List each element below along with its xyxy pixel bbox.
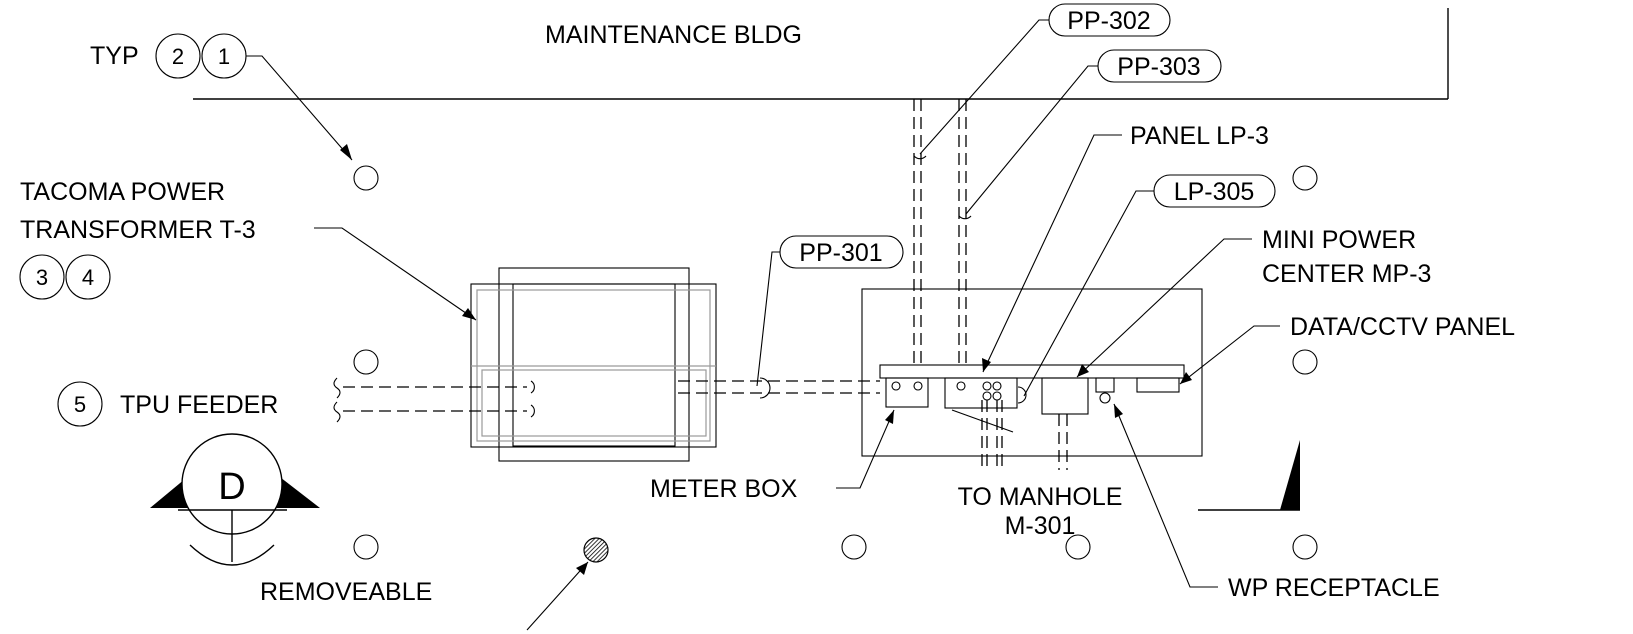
pp-301-tag: PP-301 — [756, 235, 904, 387]
pp-302-tag: PP-302 — [919, 3, 1171, 155]
svg-text:LP-305: LP-305 — [1174, 178, 1255, 206]
maintenance-building-outline — [193, 8, 1449, 100]
tpu-feeder-label: TPU FEEDER — [120, 391, 278, 419]
svg-text:4: 4 — [82, 265, 94, 290]
svg-text:2: 2 — [172, 44, 184, 69]
mini-power-label-line2: CENTER MP-3 — [1262, 260, 1431, 288]
to-manhole-label-line2: M-301 — [1005, 512, 1076, 540]
transformer-leader — [314, 227, 477, 321]
section-marker-d: D — [150, 433, 320, 566]
svg-text:PP-302: PP-302 — [1067, 7, 1150, 35]
removeable-label: REMOVEABLE — [260, 578, 432, 606]
pp-303-tag: PP-303 — [965, 49, 1222, 215]
keynote-1: 1 — [201, 33, 247, 79]
svg-text:PP-301: PP-301 — [799, 239, 882, 267]
bollard — [1292, 534, 1318, 560]
to-manhole-label-line1: TO MANHOLE — [958, 483, 1123, 511]
typ-label: TYP — [90, 42, 139, 70]
data-cctv-label: DATA/CCTV PANEL — [1290, 313, 1515, 341]
manhole-conduits — [981, 400, 1068, 470]
bollard — [353, 165, 379, 191]
keynote-4: 4 — [65, 254, 111, 300]
building-conduits — [913, 99, 972, 364]
data-cctv-leader — [1179, 325, 1280, 385]
tpu-feeder-conduits — [333, 377, 535, 423]
meter-box-leader — [836, 409, 895, 489]
transformer-label-line1: TACOMA POWER — [20, 178, 225, 206]
typ-leader — [246, 55, 353, 161]
svg-text:D: D — [218, 466, 245, 508]
transformer-label-line2: TRANSFORMER T-3 — [20, 216, 256, 244]
bollard — [353, 349, 379, 375]
mini-power-leader — [1076, 238, 1252, 378]
wp-receptacle-label: WP RECEPTACLE — [1228, 574, 1440, 602]
lp-305-tag: LP-305 — [1023, 174, 1276, 397]
removeable-bollard — [583, 537, 609, 563]
svg-text:5: 5 — [74, 392, 86, 417]
mini-power-label-line1: MINI POWER — [1262, 226, 1416, 254]
keynote-5: 5 — [57, 381, 103, 427]
panel-lp-3 — [944, 377, 1018, 409]
bollard — [1292, 349, 1318, 375]
data-cctv-panel — [1136, 377, 1180, 393]
panel-lp3-leader — [982, 134, 1122, 373]
building-label: MAINTENANCE BLDG — [545, 21, 802, 49]
svg-text:3: 3 — [36, 265, 48, 290]
keynote-2: 2 — [155, 33, 201, 79]
keynote-3: 3 — [19, 254, 65, 300]
bollard — [841, 534, 867, 560]
equipment-pad — [861, 288, 1203, 457]
meter-box — [885, 377, 929, 408]
pp-301-conduit — [678, 377, 880, 399]
bollard — [353, 534, 379, 560]
direction-mark — [1198, 440, 1300, 511]
bollard — [1292, 165, 1318, 191]
bollards — [353, 165, 1318, 560]
transformer-t3 — [470, 267, 717, 462]
svg-text:1: 1 — [218, 44, 230, 69]
wp-receptacle-box — [1095, 377, 1115, 393]
svg-text:PP-303: PP-303 — [1117, 53, 1200, 81]
bollard — [1065, 534, 1091, 560]
mini-power-center-mp-3 — [1041, 377, 1089, 415]
meter-box-label: METER BOX — [650, 475, 798, 503]
panel-lp3-label: PANEL LP-3 — [1130, 122, 1269, 150]
wp-receptacle-leader — [1113, 403, 1218, 588]
removeable-leader — [526, 561, 589, 631]
